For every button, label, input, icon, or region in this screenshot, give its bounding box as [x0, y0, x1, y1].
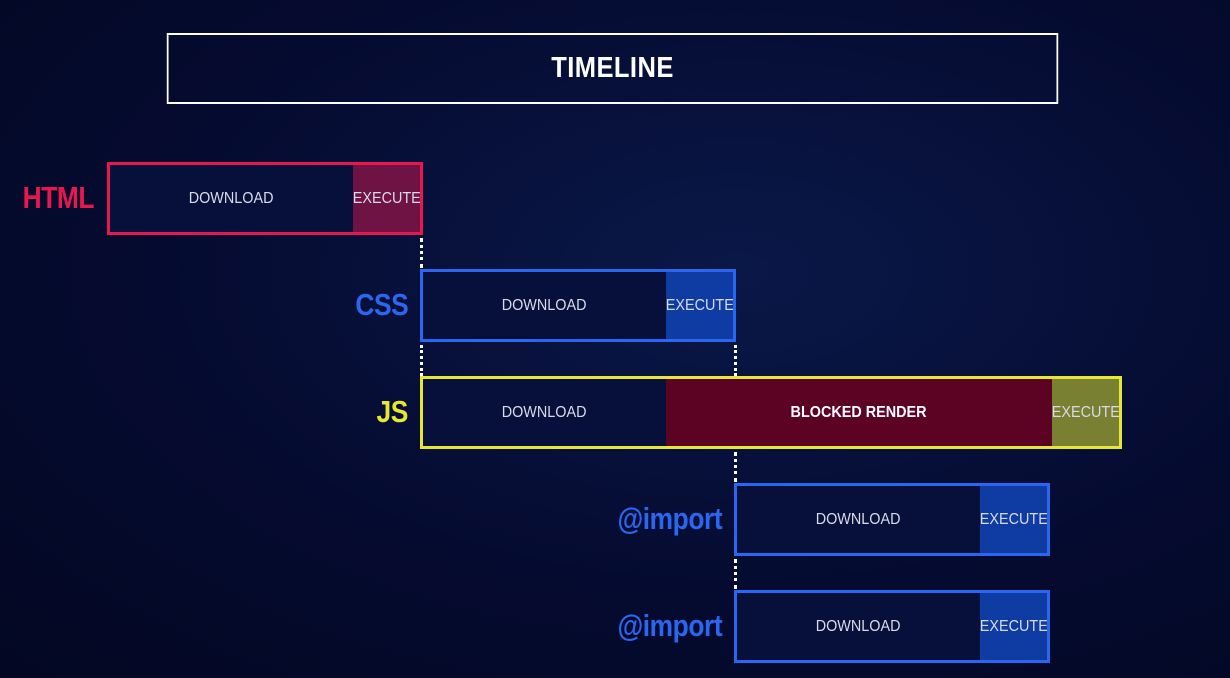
- import2-execute-segment: EXECUTE: [980, 593, 1047, 660]
- html-label: HTML: [22, 180, 95, 215]
- html-bar: DOWNLOAD EXECUTE: [107, 162, 423, 235]
- js-bar: DOWNLOAD BLOCKED RENDER EXECUTE: [420, 376, 1122, 449]
- import2-bar: DOWNLOAD EXECUTE: [734, 590, 1050, 663]
- timeline-title-box: TIMELINE: [166, 33, 1059, 104]
- connector-css-js-right: [734, 345, 737, 376]
- html-download-segment: DOWNLOAD: [110, 165, 353, 232]
- timeline-title: TIMELINE: [551, 52, 674, 84]
- import2-label: @import: [617, 608, 722, 643]
- js-download-segment: DOWNLOAD: [423, 379, 666, 446]
- connector-css-js-left: [420, 345, 423, 376]
- import1-bar: DOWNLOAD EXECUTE: [734, 483, 1050, 556]
- css-execute-segment: EXECUTE: [666, 272, 733, 339]
- html-execute-segment: EXECUTE: [353, 165, 420, 232]
- import1-download-segment: DOWNLOAD: [737, 486, 980, 553]
- connector-html-css: [420, 238, 423, 268]
- js-blocked-render-segment: BLOCKED RENDER: [666, 379, 1052, 446]
- import1-label: @import: [617, 501, 722, 536]
- connector-import1-import2: [734, 559, 737, 589]
- css-label: CSS: [355, 287, 408, 322]
- import2-download-segment: DOWNLOAD: [737, 593, 980, 660]
- css-download-segment: DOWNLOAD: [423, 272, 666, 339]
- import1-execute-segment: EXECUTE: [980, 486, 1047, 553]
- connector-js-import1: [734, 452, 737, 482]
- js-label: JS: [376, 394, 409, 429]
- css-bar: DOWNLOAD EXECUTE: [420, 269, 736, 342]
- js-execute-segment: EXECUTE: [1052, 379, 1119, 446]
